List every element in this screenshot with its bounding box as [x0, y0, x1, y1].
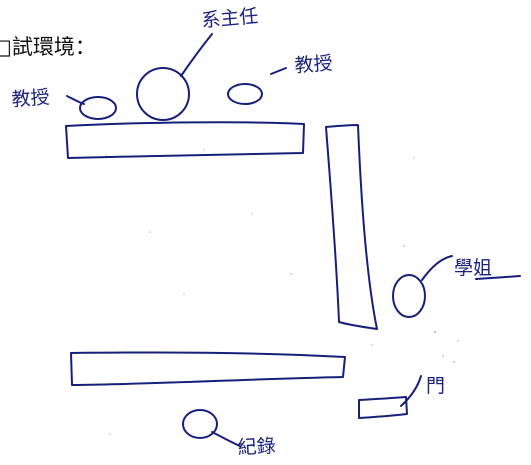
- recorder-label: 紀錄: [237, 435, 276, 459]
- professor-left-seat: [79, 96, 117, 120]
- recorder-seat: [182, 409, 218, 439]
- top-table: [65, 121, 305, 159]
- department-head-seat: [136, 67, 190, 121]
- professor-right-label: 教授: [294, 52, 333, 77]
- professor-right-pointer: [270, 67, 287, 75]
- bottom-table: [70, 351, 346, 386]
- recorder-pointer: [211, 431, 241, 447]
- senior-student-label: 學姐: [454, 257, 492, 279]
- door: [358, 396, 408, 419]
- door-pointer: [400, 375, 422, 407]
- professor-left-pointer: [66, 95, 85, 105]
- senior-student-seat: [392, 274, 426, 318]
- department-head-label: 系主任: [201, 5, 260, 32]
- door-label: 門: [426, 375, 445, 397]
- senior-student-label-underline: [475, 275, 521, 280]
- right-table: [325, 124, 378, 330]
- senior-student-pointer: [421, 255, 453, 281]
- professor-right-seat: [227, 83, 263, 105]
- department-head-pointer: [180, 33, 213, 77]
- professor-left-label: 教授: [11, 86, 50, 111]
- page-title: □試環境：: [0, 35, 96, 59]
- paper-specks: [105, 149, 459, 435]
